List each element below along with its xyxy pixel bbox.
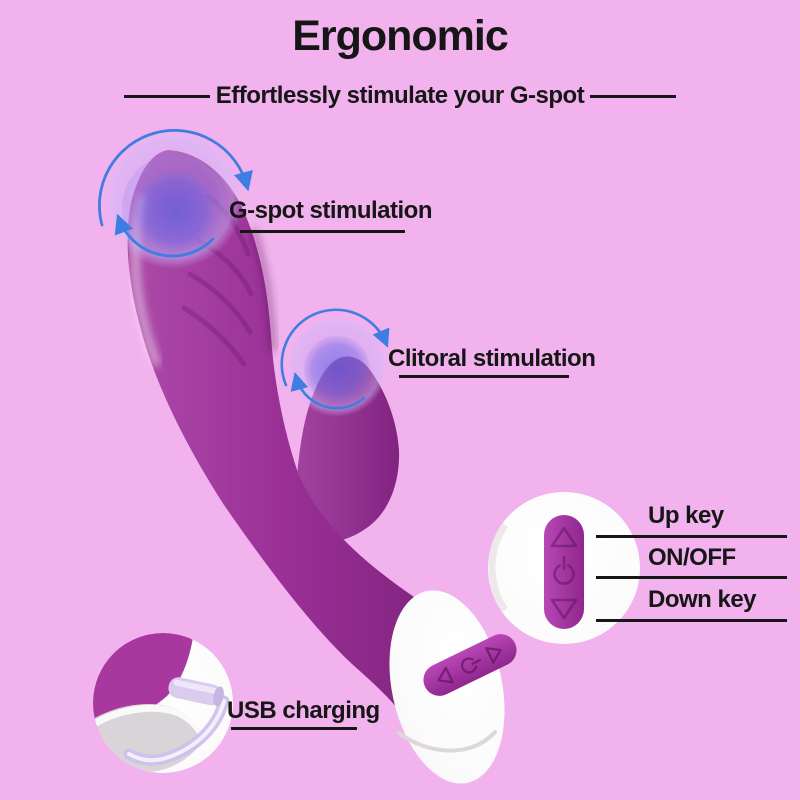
gspot-underline <box>240 230 405 233</box>
onoff-label: ON/OFF <box>648 544 736 571</box>
usb-label: USB charging <box>227 697 380 724</box>
down-key-rule <box>596 619 787 622</box>
shaft-shadow-edge <box>250 228 277 352</box>
down-triangle-icon <box>550 598 578 620</box>
power-icon <box>460 657 482 674</box>
usb-underline <box>231 727 357 730</box>
clitoral-underline <box>399 375 569 378</box>
subtitle-row: Effortlessly stimulate your G-spot <box>0 82 800 110</box>
clitoral-label: Clitoral stimulation <box>388 345 596 372</box>
usb-charging-inset <box>93 633 233 773</box>
up-key-label: Up key <box>648 502 724 529</box>
down-triangle-icon <box>437 666 454 684</box>
handle-seam <box>397 730 497 753</box>
usb-pin <box>168 677 224 707</box>
gspot-label: G-spot stimulation <box>229 197 433 224</box>
power-icon <box>553 556 575 585</box>
down-key-label: Down key <box>648 586 757 613</box>
subtitle-right-rule <box>590 94 677 98</box>
up-triangle-icon <box>550 526 578 548</box>
page-subtitle: Effortlessly stimulate your G-spot <box>215 82 585 109</box>
usb-inset-body <box>93 633 194 731</box>
clitoral-vibration-indicator <box>280 308 390 417</box>
control-panel-inset <box>488 492 640 644</box>
up-triangle-icon <box>485 647 502 664</box>
subtitle-left-rule <box>123 94 210 98</box>
page-title: Ergonomic <box>292 12 509 60</box>
handle-control-panel <box>423 634 517 696</box>
up-key-rule <box>596 535 787 538</box>
onoff-rule <box>596 576 787 579</box>
gspot-vibration-indicator <box>98 129 253 269</box>
main-shaft <box>127 150 470 744</box>
usb-cable <box>123 695 230 766</box>
